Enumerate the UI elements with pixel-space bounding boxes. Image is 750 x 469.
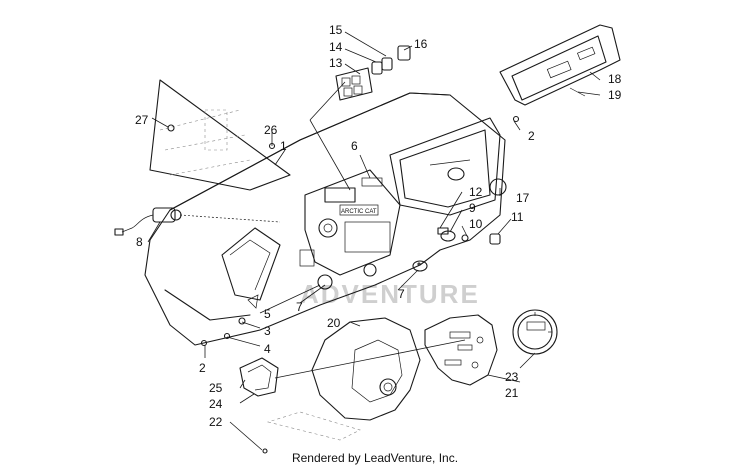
wiring-harness <box>114 207 281 236</box>
trim-ring <box>239 357 279 397</box>
callout-7-left: 7 <box>296 300 303 314</box>
callout-1: 1 <box>280 139 287 153</box>
callout-3: 3 <box>264 324 271 338</box>
callout-16: 16 <box>414 37 428 51</box>
callout-2-lower: 2 <box>199 361 206 375</box>
callout-19: 19 <box>608 88 622 102</box>
dashboard-panel: ARCTIC CAT <box>144 92 506 346</box>
callout-26: 26 <box>264 123 278 137</box>
callout-12: 12 <box>469 185 483 199</box>
callout-20: 20 <box>327 316 341 330</box>
fasteners <box>167 115 520 454</box>
callout-23: 23 <box>505 370 519 384</box>
callout-21: 21 <box>505 386 519 400</box>
callout-18: 18 <box>608 72 622 86</box>
speedometer <box>512 309 558 355</box>
callout-6: 6 <box>351 139 358 153</box>
callout-14: 14 <box>329 40 343 54</box>
dash-badge: ARCTIC CAT <box>341 209 377 215</box>
watermark-text: ADVENTURE <box>300 279 480 309</box>
callout-24: 24 <box>209 397 223 411</box>
callout-2-upper: 2 <box>528 129 535 143</box>
callout-25: 25 <box>209 381 223 395</box>
footer-credit: Rendered by LeadVenture, Inc. <box>291 451 459 465</box>
callout-22: 22 <box>209 415 223 429</box>
callout-8: 8 <box>136 235 143 249</box>
storage-lid <box>499 24 621 106</box>
callout-11: 11 <box>511 210 524 224</box>
gauge-overlay <box>424 314 498 386</box>
callout-17: 17 <box>516 191 530 205</box>
callout-10: 10 <box>469 217 483 231</box>
callout-13: 13 <box>329 56 343 70</box>
callout-27: 27 <box>135 113 149 127</box>
callout-7-right: 7 <box>398 287 405 301</box>
leader-lines <box>147 31 601 451</box>
callout-4: 4 <box>264 342 271 356</box>
gauge-bezel <box>311 317 421 421</box>
callout-5: 5 <box>264 307 271 321</box>
callout-15: 15 <box>329 23 343 37</box>
switch-bank <box>335 45 411 101</box>
callout-9: 9 <box>469 201 476 215</box>
callout-labels: 1 2 2 3 4 5 6 7 7 8 9 10 11 12 13 14 15 … <box>135 23 622 429</box>
